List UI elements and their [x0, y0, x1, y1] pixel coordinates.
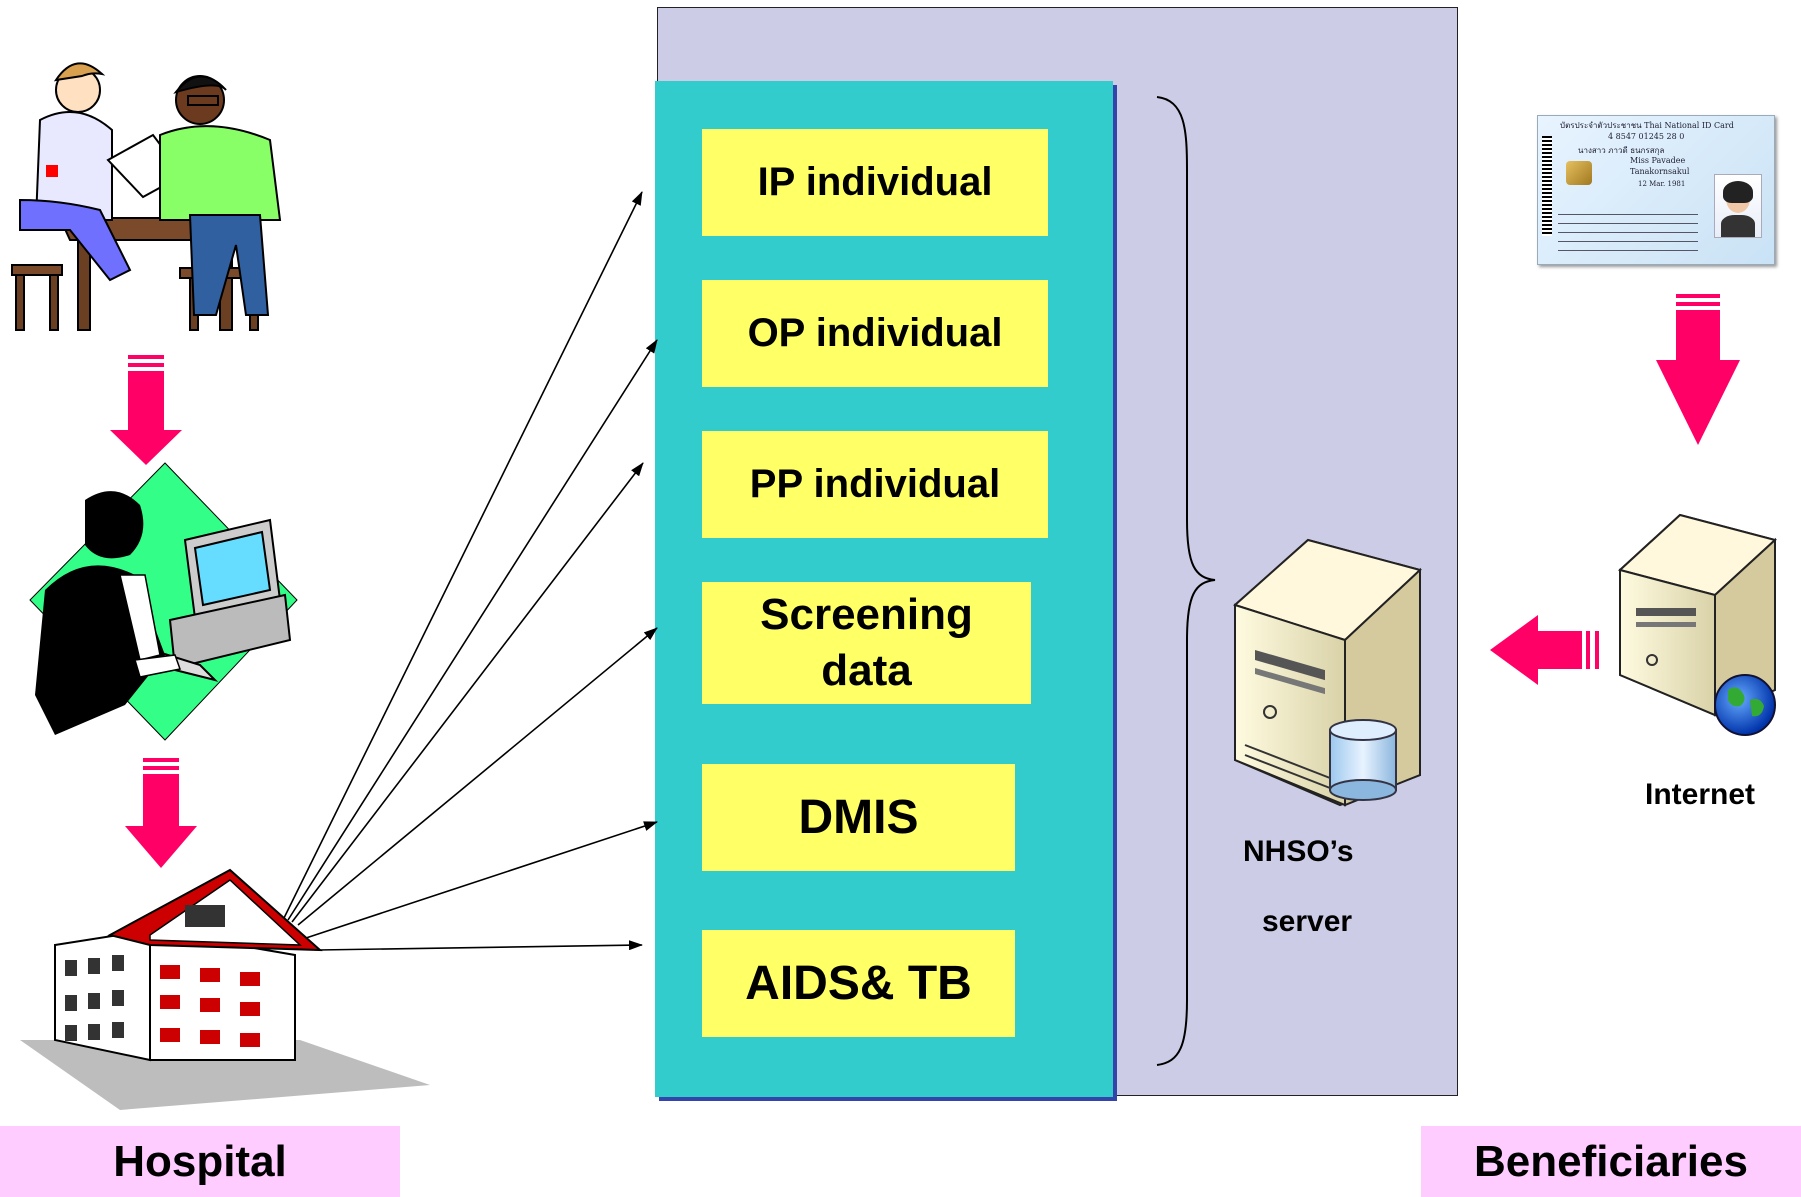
pink-arrow-left — [1490, 615, 1599, 685]
box-op-individual: OP individual — [702, 280, 1048, 387]
pink-arrow-down-1 — [110, 355, 182, 465]
arrow-to-aids-tb — [317, 940, 643, 951]
id-card-lines — [1558, 206, 1698, 251]
id-card-last-name: Tanakornsakul — [1630, 167, 1690, 176]
arrow-to-pp — [291, 462, 644, 923]
arrow-to-op — [287, 339, 658, 921]
id-card-name-en: Miss Pavadee — [1630, 156, 1686, 165]
id-card-barcode — [1542, 136, 1552, 236]
id-card-dob: 12 Mar. 1981 — [1638, 180, 1686, 188]
hospital-building-clipart — [20, 868, 430, 1110]
arrow-to-ip — [283, 191, 643, 919]
arrow-to-dmis — [305, 821, 658, 939]
id-card-photo — [1714, 174, 1762, 238]
internet-label: Internet — [1645, 778, 1756, 811]
box-dmis: DMIS — [702, 764, 1015, 871]
pink-arrow-down-2 — [125, 758, 197, 868]
consultation-clipart — [11, 62, 282, 331]
curly-brace — [1156, 96, 1216, 1066]
arrow-to-screening — [297, 627, 658, 926]
internet-server-icon — [1617, 513, 1778, 736]
pink-arrow-down-right — [1656, 294, 1740, 445]
thai-id-card: บัตรประจำตัวประชาชน Thai National ID Car… — [1537, 115, 1775, 265]
id-card-header: บัตรประจำตัวประชาชน Thai National ID Car… — [1560, 121, 1734, 130]
id-card-number: 4 8547 01245 28 0 — [1608, 132, 1685, 141]
id-card-chip — [1566, 161, 1592, 185]
nhso-server-label-line2: server — [1262, 905, 1353, 938]
nhso-server-icon — [1233, 538, 1423, 807]
nhso-server-label-line1: NHSO’s — [1243, 835, 1354, 868]
box-screening-data: Screening data — [702, 582, 1031, 704]
box-pp-individual: PP individual — [702, 431, 1048, 538]
box-ip-individual: IP individual — [702, 129, 1048, 236]
beneficiaries-label: Beneficiaries — [1421, 1126, 1801, 1197]
id-card-name-th: นางสาว ภาวดี ธนกรสกุล — [1578, 146, 1665, 155]
computer-worker-clipart — [29, 462, 298, 741]
hospital-label: Hospital — [0, 1126, 400, 1197]
data-flow-arrows — [283, 191, 658, 951]
box-aids-tb: AIDS& TB — [702, 930, 1015, 1037]
